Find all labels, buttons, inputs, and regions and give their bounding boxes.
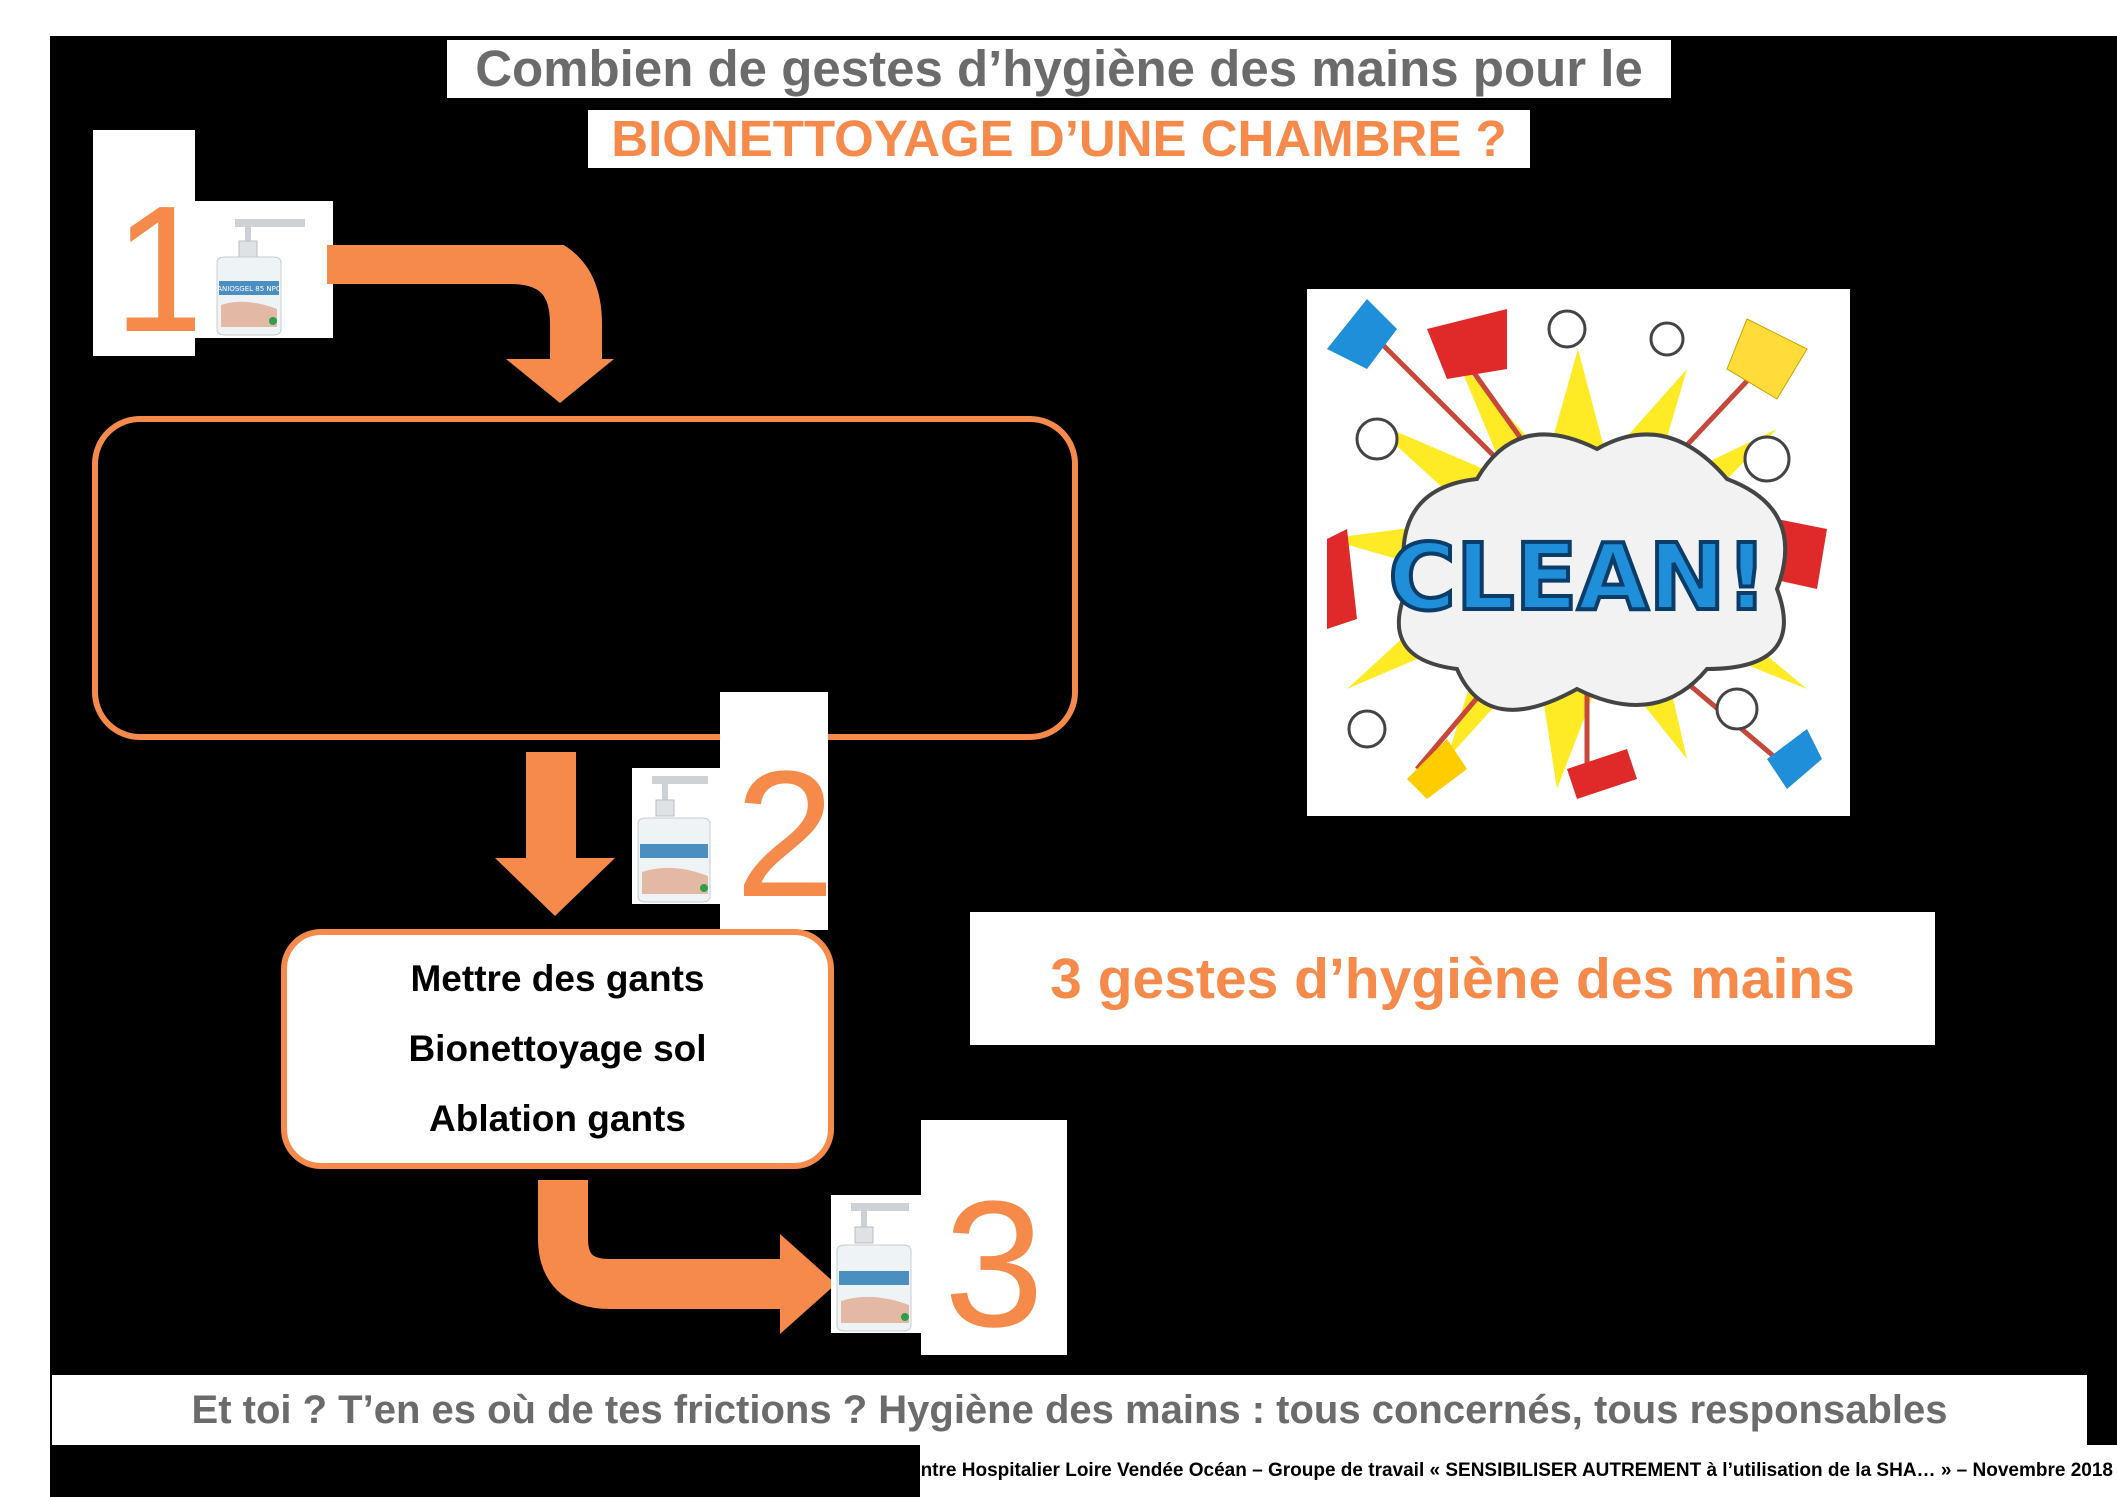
step-1-card — [93, 130, 195, 356]
arrow-box-to-step-2 — [495, 752, 615, 916]
clean-illustration: CLEAN! — [1307, 289, 1850, 816]
tasks-box: Mettre des gants Bionettoyage sol Ablati… — [281, 929, 834, 1169]
task-item-1: Mettre des gants — [410, 958, 705, 999]
hidden-tasks-box — [92, 416, 1078, 740]
slogan-bar: Et toi ? T’en es où de tes frictions ? H… — [52, 1375, 2087, 1445]
footer-bar: Centre Hospitalier Loire Vendée Océan – … — [896, 1445, 2117, 1497]
arrow-step-1-to-box — [327, 245, 614, 403]
footer-credit: Centre Hospitalier Loire Vendée Océan – … — [896, 1460, 2113, 1481]
step-3-card — [921, 1120, 1067, 1355]
step-3-number: 3 — [943, 1164, 1045, 1365]
title-line-2: BIONETTOYAGE D’UNE CHAMBRE ? — [588, 110, 1530, 168]
step-2-number: 2 — [734, 734, 836, 935]
hand-sanitizer-icon-2 — [632, 768, 720, 904]
task-item-2: Bionettoyage sol — [408, 1028, 707, 1069]
step-2-card — [720, 692, 828, 930]
slogan-text: Et toi ? T’en es où de tes frictions ? H… — [191, 1387, 1948, 1432]
summary-box: 3 gestes d’hygiène des mains — [970, 912, 1935, 1045]
hand-sanitizer-icon-1: ANIOSGEL 85 NPC — [195, 201, 333, 338]
bottle-label: ANIOSGEL 85 NPC — [217, 285, 281, 293]
arrow-tasks-to-step-3 — [538, 1180, 836, 1334]
hand-sanitizer-icon-3 — [831, 1195, 921, 1333]
task-item-3: Ablation gants — [429, 1098, 686, 1139]
summary-text: 3 gestes d’hygiène des mains — [1050, 946, 1855, 1011]
clean-word: CLEAN! — [1388, 524, 1767, 631]
title-line-1: Combien de gestes d’hygiène des mains po… — [447, 40, 1671, 98]
